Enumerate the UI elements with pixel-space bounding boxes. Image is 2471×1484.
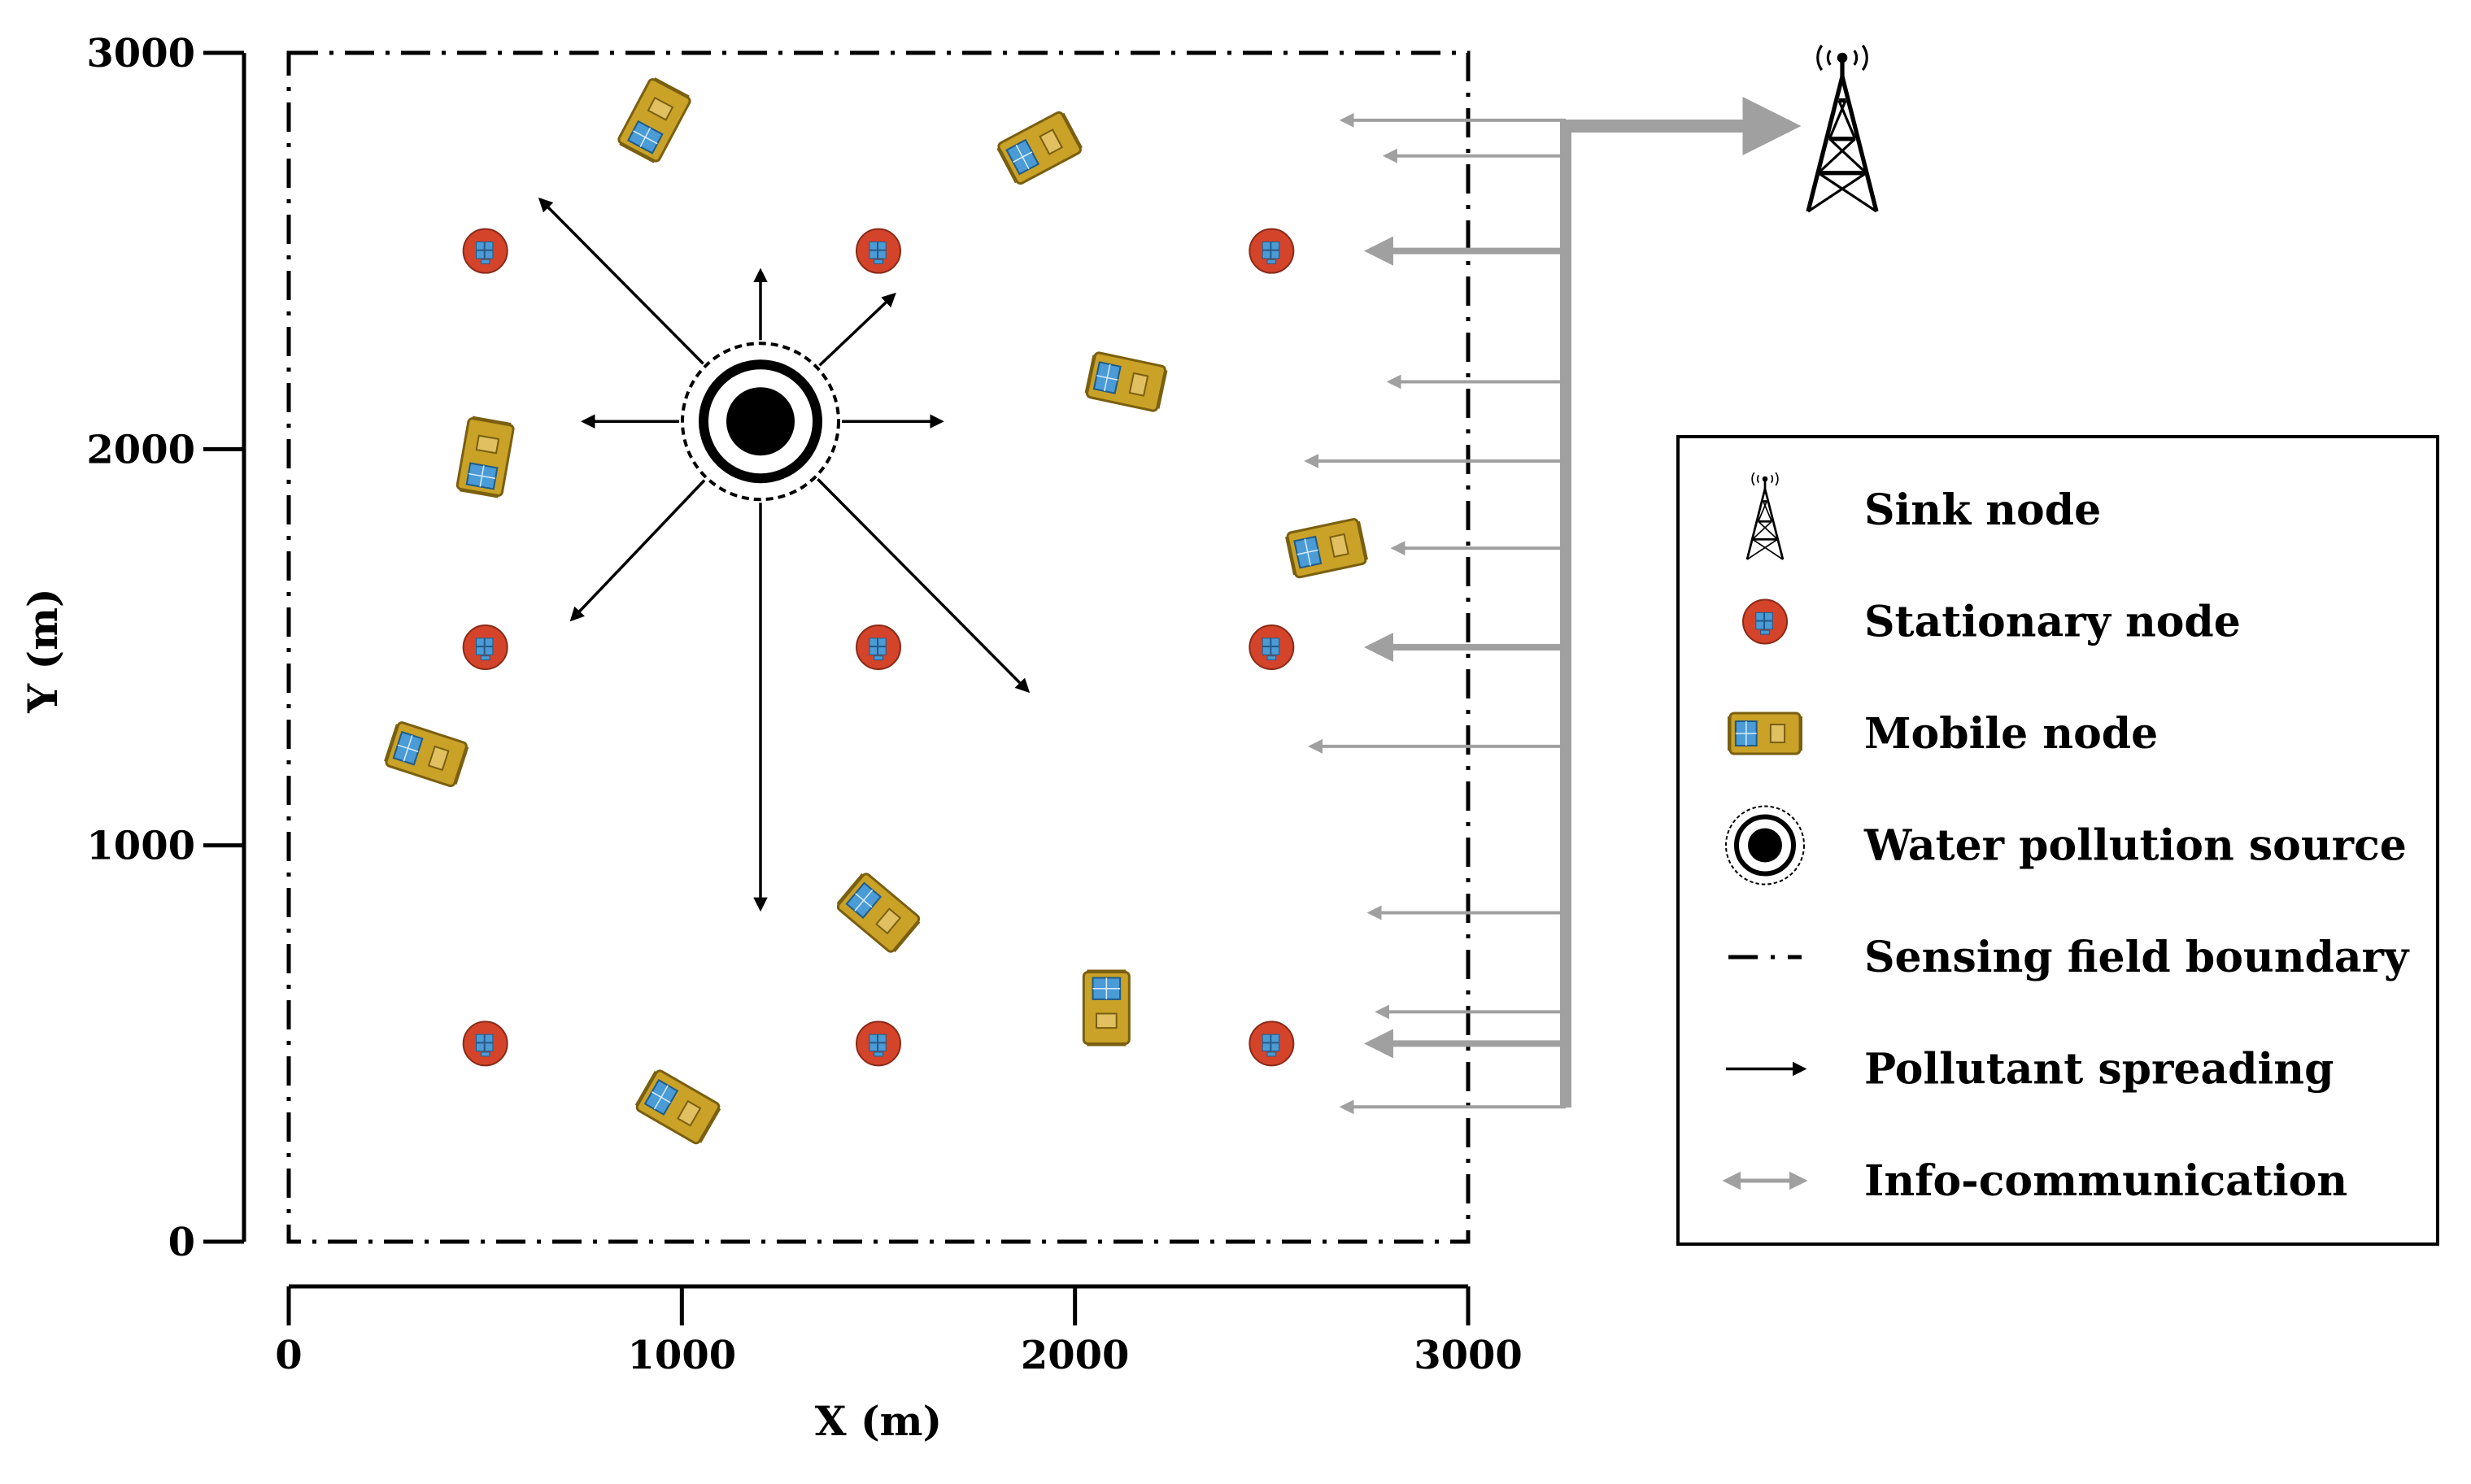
stationary-node-icon: [462, 228, 508, 274]
mobile-node-icon: [836, 873, 921, 953]
y-tick-label: 0: [168, 1220, 195, 1265]
legend-label-mobile: Mobile node: [1864, 709, 2158, 759]
stationary-node-icon: [462, 624, 508, 670]
spreading-arrow: [817, 477, 1031, 694]
mobile-nodes: [384, 77, 1368, 1145]
x-tick-label: 2000: [1021, 1333, 1130, 1378]
spreading-arrow: [818, 292, 896, 367]
y-axis-ticks: 0 1000 2000 3000: [86, 31, 244, 1265]
water-pollution-source-icon: [681, 342, 840, 502]
mobile-node-icon: [384, 721, 469, 788]
info-communication-lines: [1304, 97, 1802, 1115]
legend-symbols: [1722, 472, 1808, 1190]
legend-label-source: Water pollution source: [1863, 821, 2407, 871]
spreading-arrow: [569, 479, 706, 622]
legend-symbol-stationary: [1742, 598, 1788, 645]
mobile-node-icon: [1082, 969, 1131, 1047]
y-tick-label: 3000: [86, 31, 195, 76]
spreading-arrow: [538, 197, 704, 365]
x-axis: 0 1000 2000 3000 X (m): [275, 1284, 1523, 1445]
stationary-node-icon: [856, 228, 901, 274]
legend-label-sink: Sink node: [1864, 485, 2101, 535]
x-axis-ticks: 0 1000 2000 3000: [275, 1286, 1523, 1378]
y-axis-label: Y (m): [19, 588, 67, 713]
sink-node-icon: [1806, 44, 1879, 213]
legend-symbol-sink: [1745, 472, 1785, 560]
mobile-node-icon: [1084, 351, 1168, 412]
mobile-node-icon: [996, 111, 1083, 185]
legend-box: [1676, 435, 2439, 1246]
y-axis: 0 1000 2000 3000 Y (m): [19, 31, 246, 1265]
mobile-node-icon: [634, 1069, 721, 1145]
legend-label-comm: Info-communication: [1864, 1156, 2347, 1206]
x-tick-label: 1000: [628, 1333, 737, 1378]
sensing-field-boundary: [286, 50, 1471, 1244]
y-tick-label: 2000: [86, 427, 195, 472]
x-tick-label: 3000: [1414, 1333, 1523, 1378]
legend-label-boundary: Sensing field boundary: [1864, 933, 2410, 982]
mobile-node-icon: [455, 416, 515, 498]
stationary-node-icon: [462, 1021, 508, 1067]
stationary-nodes: [462, 228, 1295, 1067]
x-tick-label: 0: [275, 1333, 302, 1378]
y-tick-label: 1000: [86, 824, 195, 869]
legend-label-spreading: Pollutant spreading: [1864, 1045, 2334, 1095]
legend-symbol-source: [1725, 805, 1805, 886]
stationary-node-icon: [856, 624, 901, 670]
stationary-node-icon: [1249, 624, 1295, 670]
legend-symbol-mobile: [1728, 712, 1802, 755]
mobile-node-icon: [617, 77, 691, 163]
stationary-node-icon: [1249, 228, 1295, 274]
stationary-node-icon: [1249, 1021, 1295, 1067]
mobile-node-icon: [1285, 518, 1368, 579]
legend-label-stationary: Stationary node: [1864, 598, 2241, 647]
x-axis-label: X (m): [815, 1397, 942, 1445]
pollutant-spreading-arrows: [538, 197, 1031, 912]
mobile-node-icon: [1728, 712, 1802, 755]
stationary-node-icon: [1742, 598, 1788, 645]
stationary-node-icon: [856, 1021, 901, 1067]
